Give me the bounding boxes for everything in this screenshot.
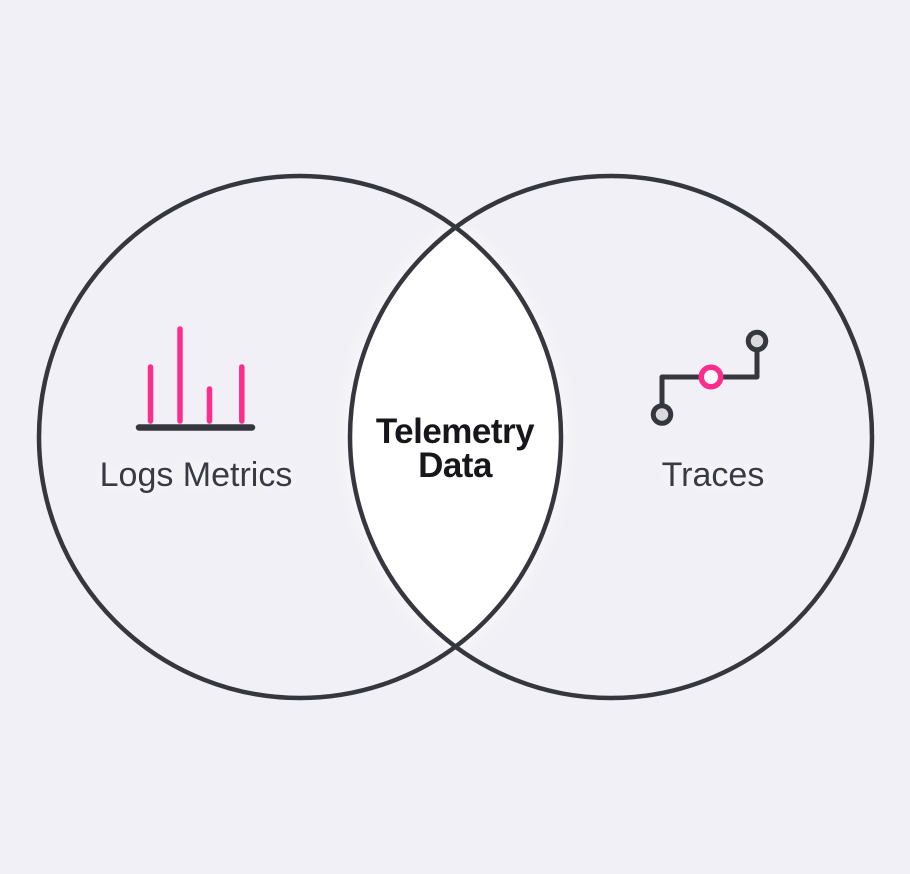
right-circle-outline xyxy=(347,173,875,701)
trace-span-nodes xyxy=(650,329,769,426)
intersection-label-line2: Data xyxy=(418,446,492,485)
left-circle-outline xyxy=(36,173,564,701)
right-set-label: Traces xyxy=(661,456,765,494)
trace-active-span-node xyxy=(698,364,724,390)
trace-span-node-end xyxy=(745,329,769,353)
left-set-label: Logs Metrics xyxy=(99,456,293,494)
intersection-label: Telemetry Data xyxy=(295,412,615,485)
trace-icon xyxy=(650,329,769,426)
trace-span-node-start xyxy=(650,403,674,426)
intersection-region xyxy=(349,227,562,647)
trace-active-span xyxy=(698,364,724,390)
bar-chart-bars xyxy=(147,326,245,424)
trace-span-nodes-fill xyxy=(650,329,769,426)
intersection-label-line1: Telemetry xyxy=(375,412,535,451)
bar-chart-icon xyxy=(135,326,256,431)
